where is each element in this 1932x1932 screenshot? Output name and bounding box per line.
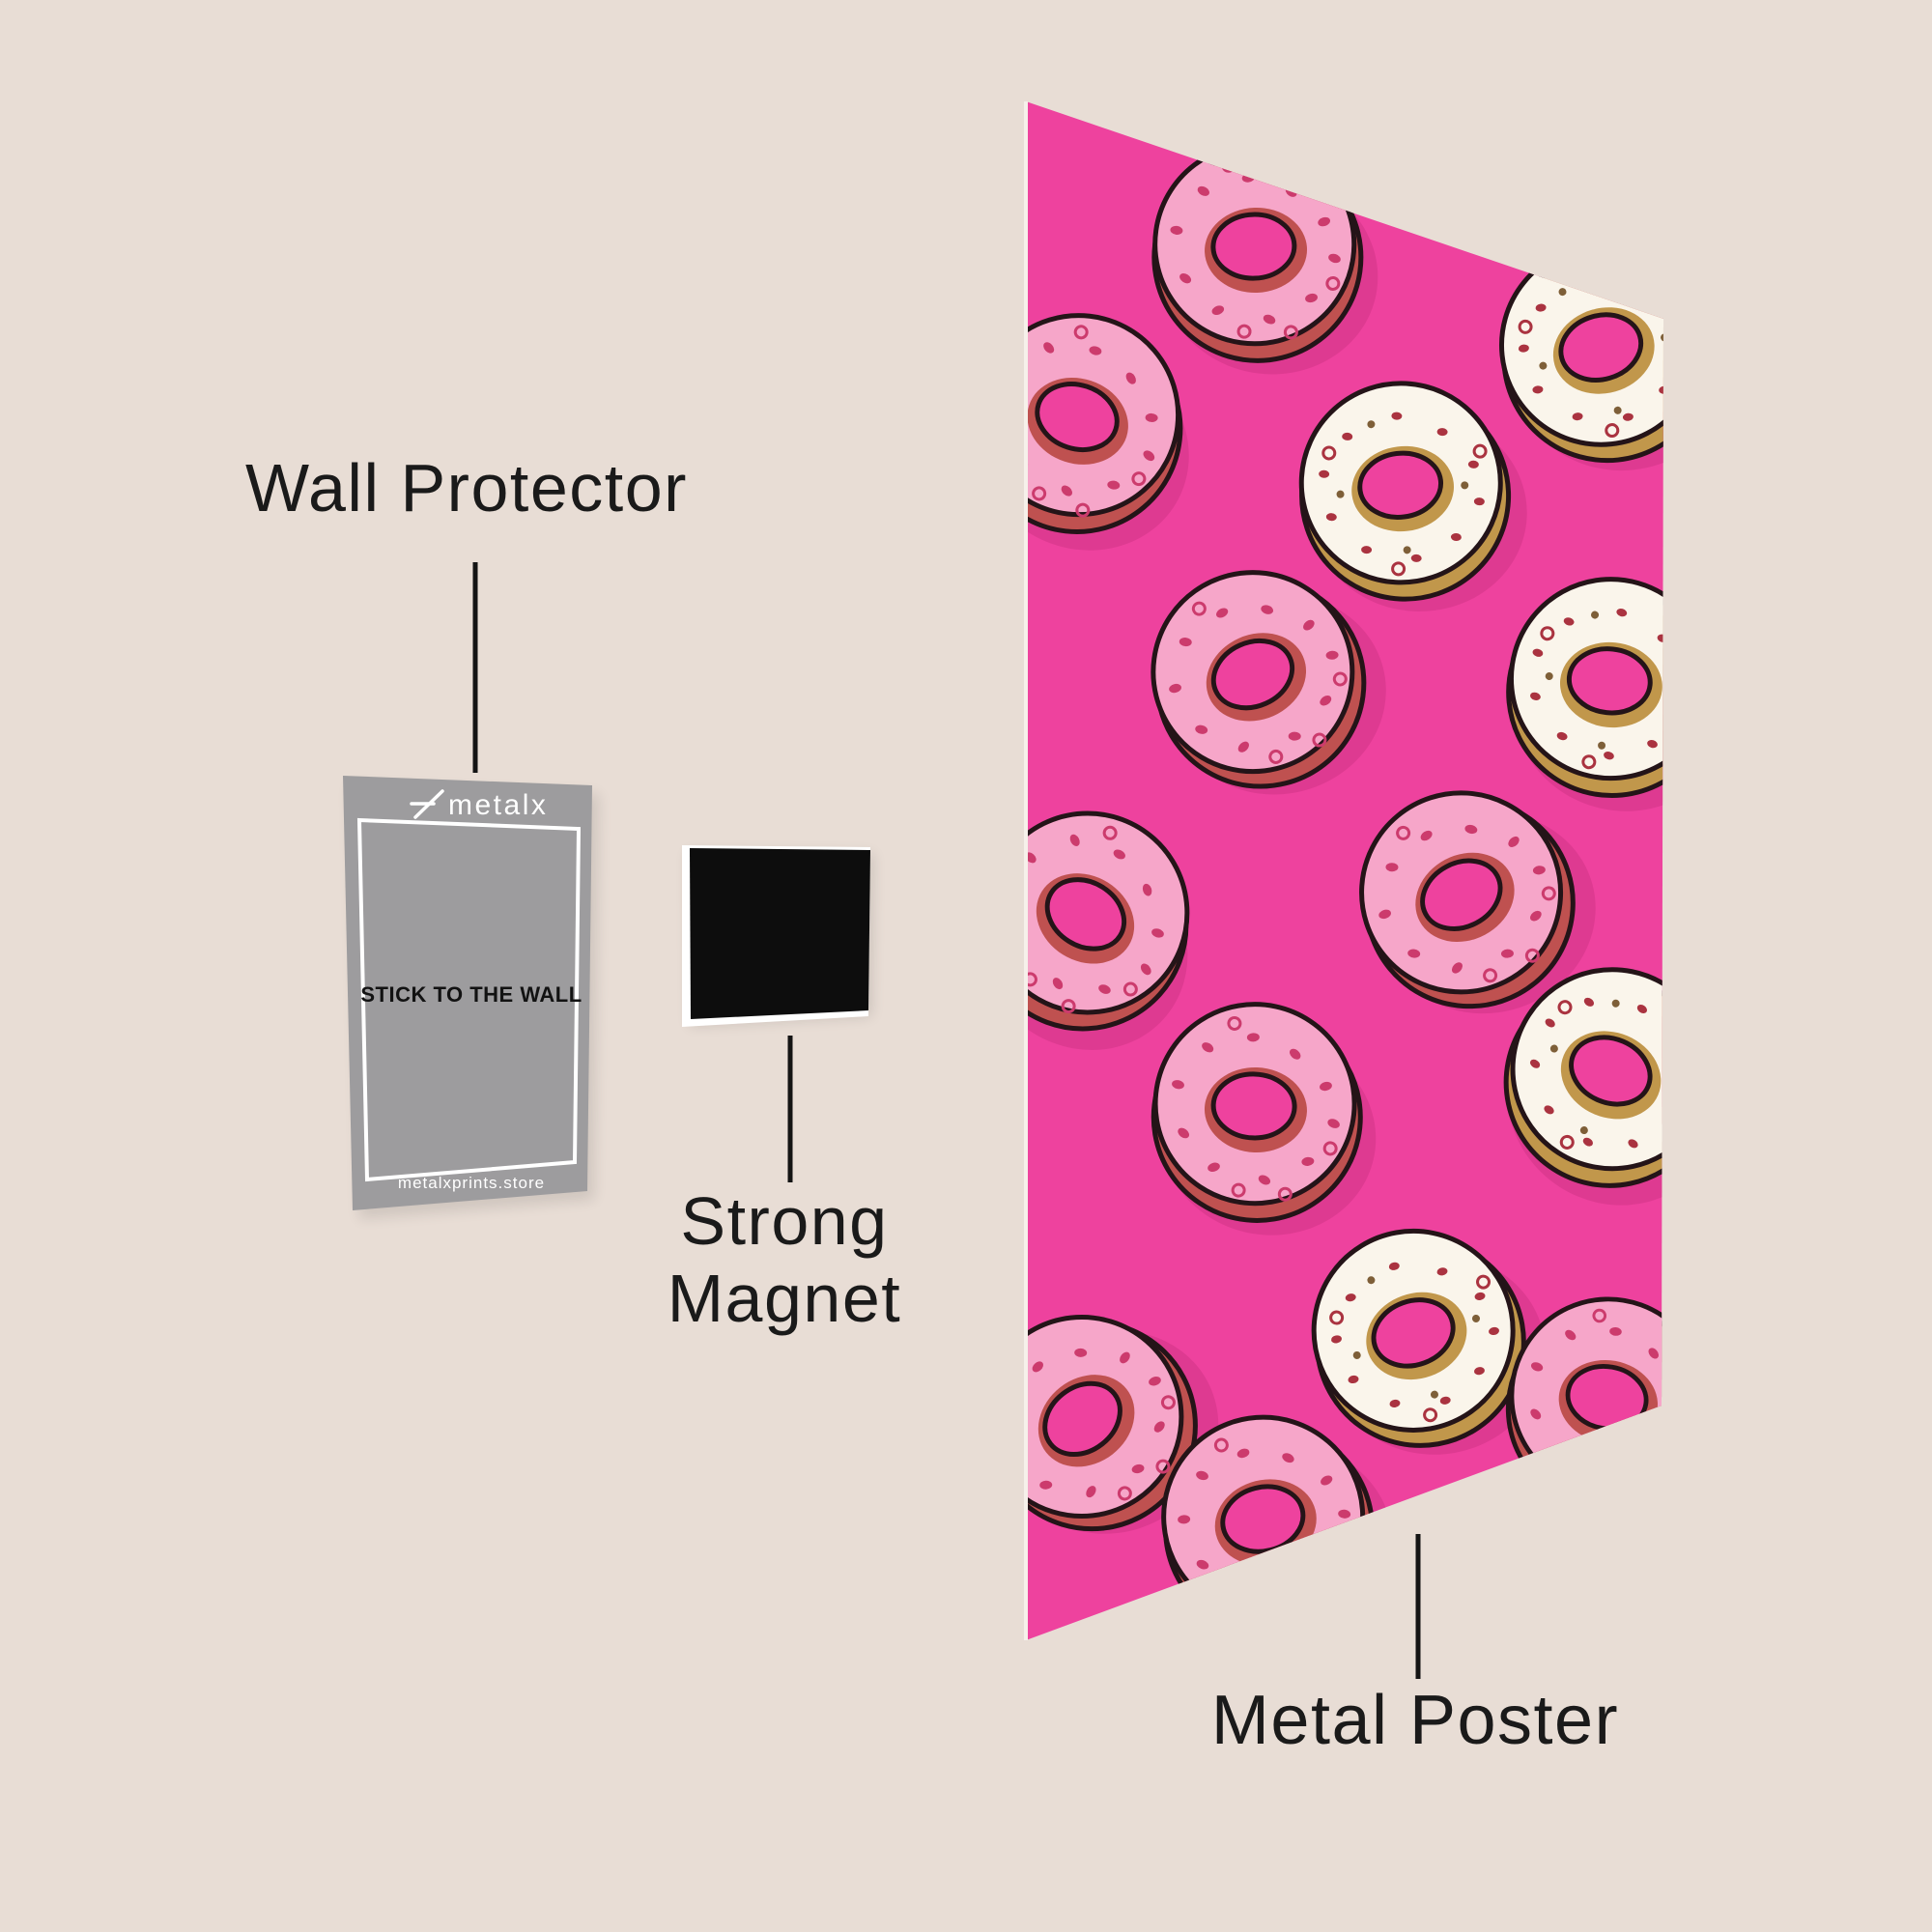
card-instruction-text: STICK TO THE WALL [360,982,582,1007]
strong-magnet [682,845,873,1027]
strong-magnet-label-line2: Magnet [668,1261,901,1336]
wall-protector-card: metalx STICK TO THE WALL metalxprints.st… [343,776,599,1219]
metal-poster [1024,101,1663,1640]
card-surface [343,776,592,1210]
card-inner-border [356,817,582,1182]
brand-wordmark: metalx [448,789,548,821]
strong-magnet-label-line1: Strong [680,1183,888,1259]
card-store-url: metalxprints.store [398,1174,545,1192]
magnet-face [690,848,870,1019]
wall-protector-label: Wall Protector [245,450,688,526]
metal-poster-label: Metal Poster [1211,1682,1619,1759]
brand-logo-icon [410,789,444,819]
